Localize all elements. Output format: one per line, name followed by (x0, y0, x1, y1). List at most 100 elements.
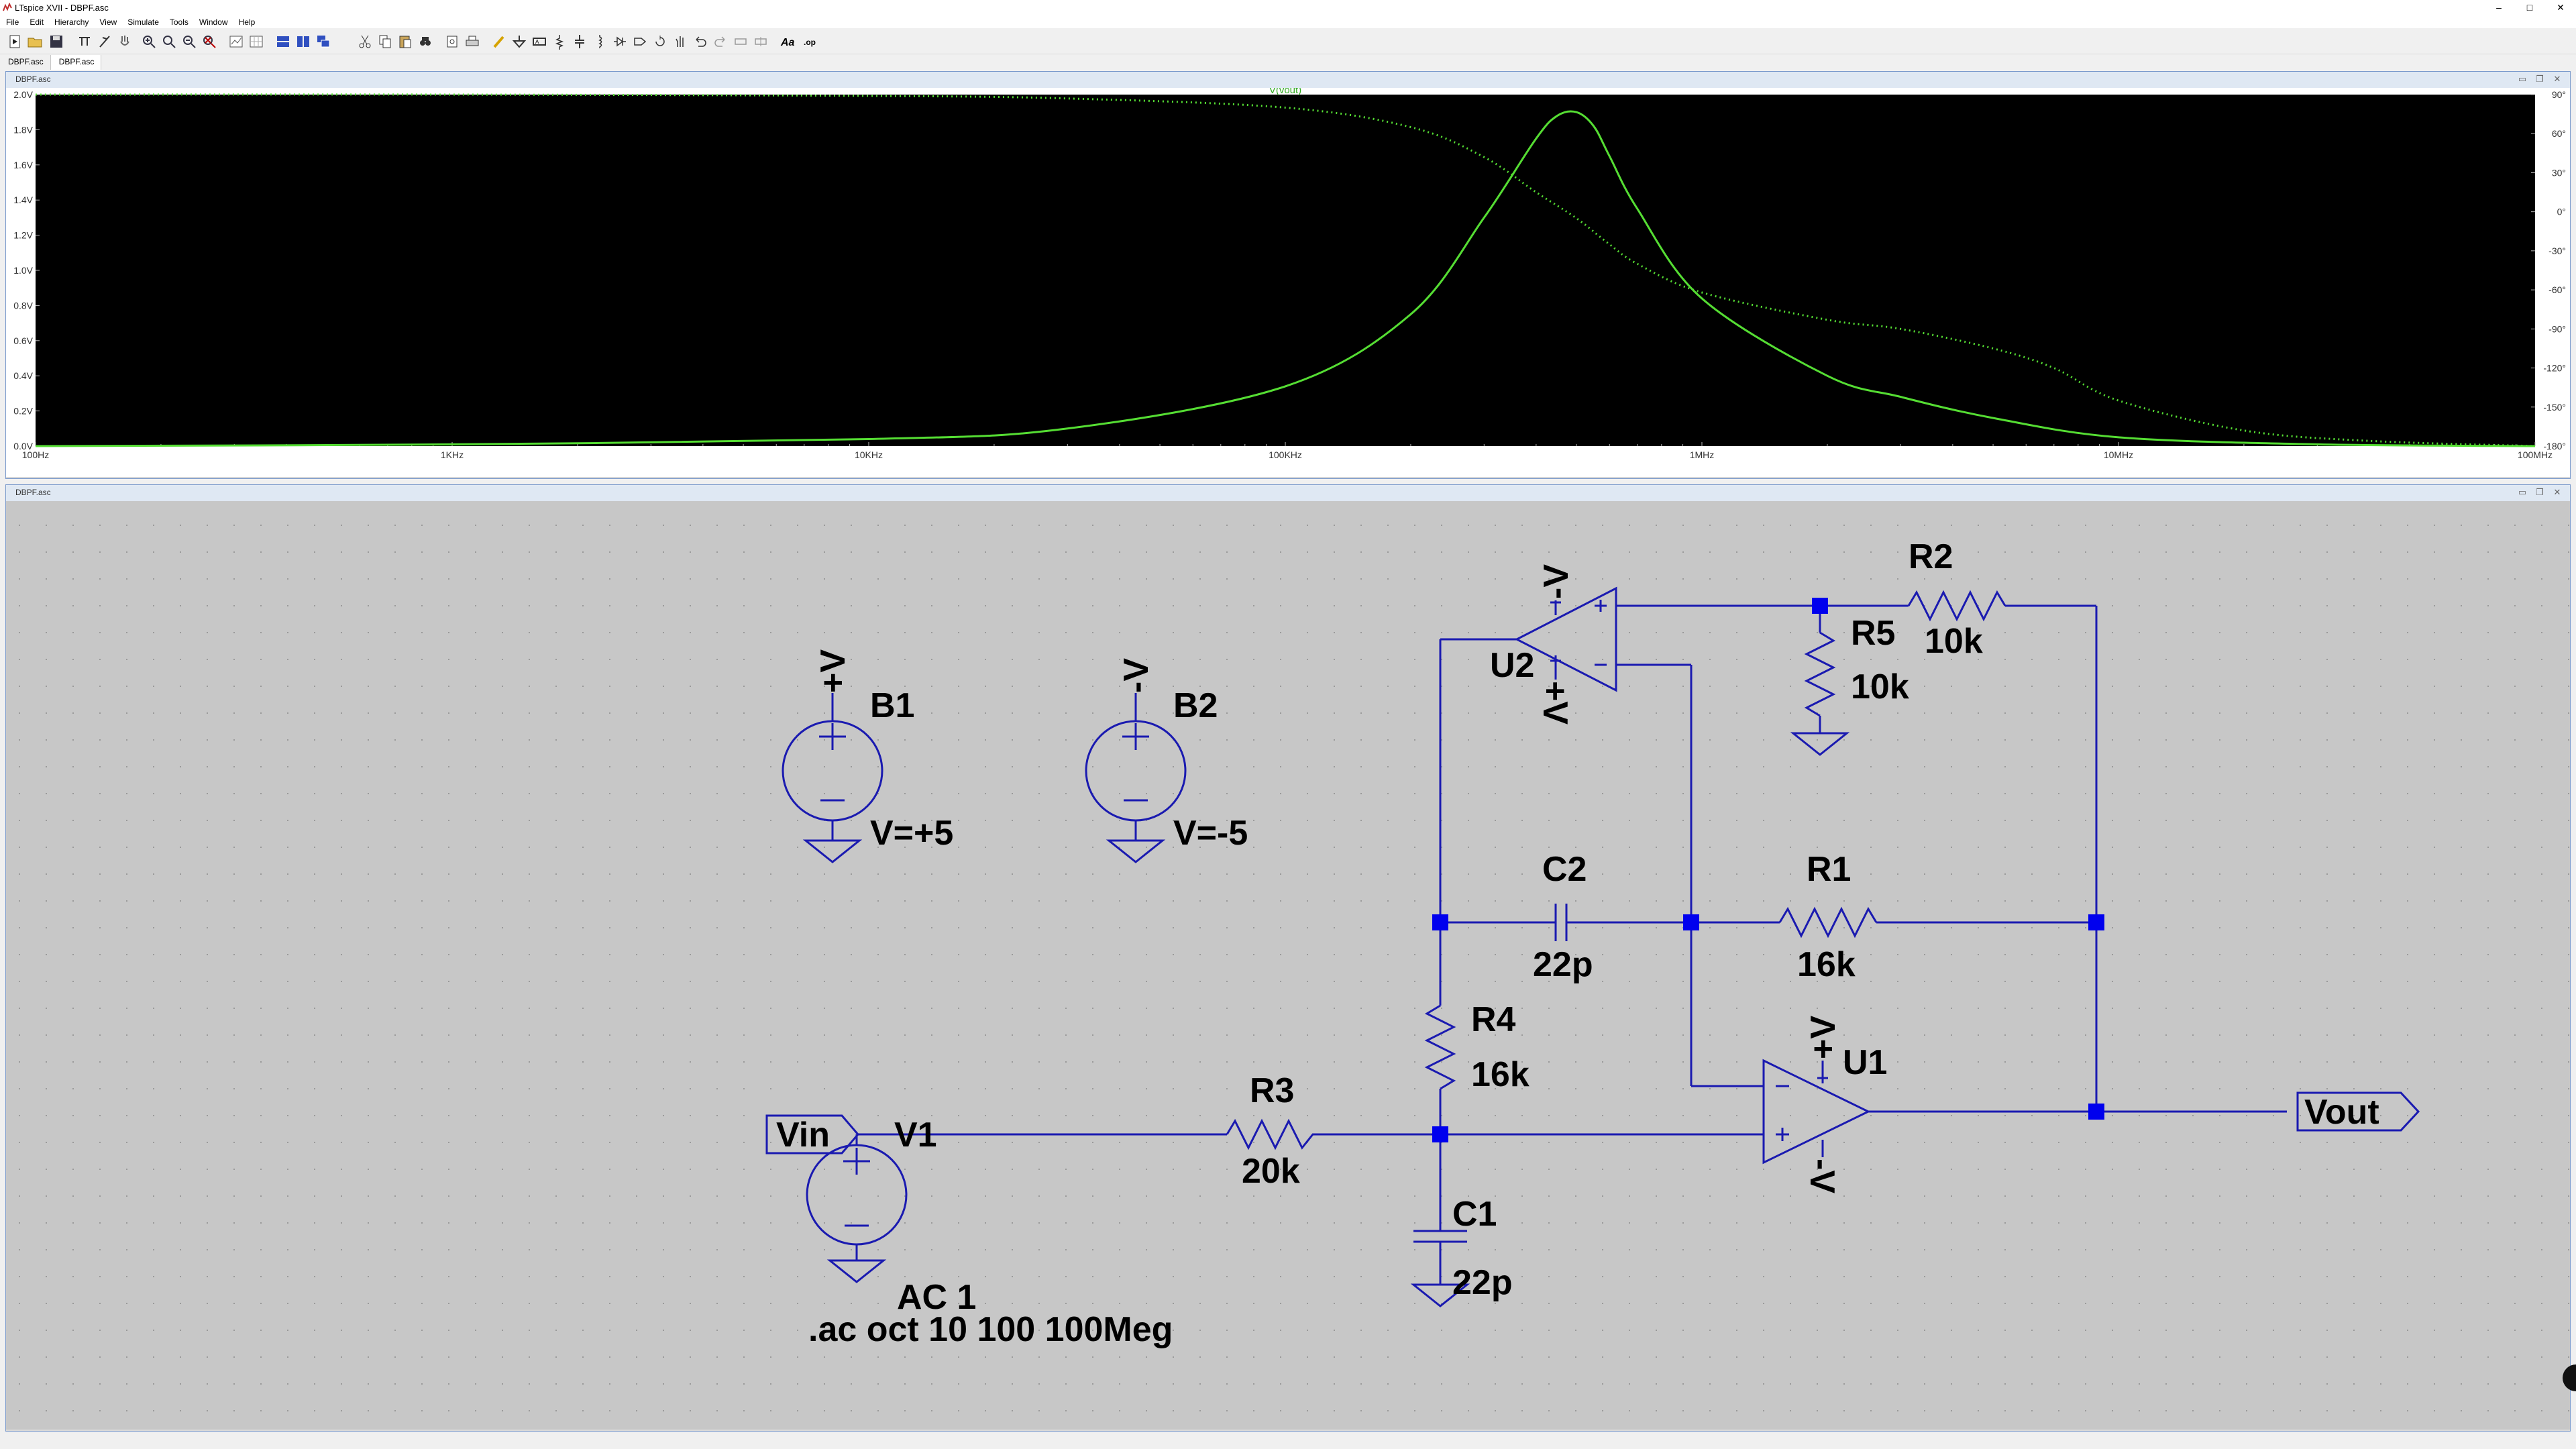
u1-label[interactable]: U1 (1843, 1043, 1887, 1082)
undo-icon[interactable] (692, 34, 708, 50)
b1-net-label[interactable]: +V (814, 649, 853, 693)
r1-value[interactable]: 16k (1797, 945, 1856, 984)
tile-horizontal-icon[interactable] (275, 34, 291, 50)
tab-schematic-2[interactable]: DBPF.asc (50, 55, 102, 70)
resistor-r4[interactable] (1424, 1004, 1456, 1090)
zoom-full-icon[interactable] (201, 34, 217, 50)
c2-label[interactable]: C2 (1542, 850, 1587, 889)
battery-b2[interactable] (1085, 693, 1187, 863)
r5-value[interactable]: 10k (1851, 667, 1909, 706)
label-net-icon[interactable]: A (531, 34, 547, 50)
find-icon[interactable] (417, 34, 433, 50)
b2-net-label[interactable]: -V (1117, 658, 1156, 693)
menu-tools[interactable]: Tools (169, 17, 189, 27)
r2-value[interactable]: 10k (1925, 622, 1983, 661)
save-icon[interactable] (48, 34, 64, 50)
menu-help[interactable]: Help (238, 17, 256, 27)
vin-label-text[interactable]: Vin (776, 1116, 830, 1155)
run-icon[interactable] (97, 34, 113, 50)
menu-edit[interactable]: Edit (30, 17, 44, 27)
r3-label[interactable]: R3 (1250, 1071, 1294, 1110)
text-icon[interactable]: Aa (780, 34, 796, 50)
copy-icon[interactable] (377, 34, 393, 50)
battery-b1[interactable] (782, 693, 883, 863)
u2-neg-supply-label[interactable]: -V (1537, 564, 1576, 599)
opamp-u2[interactable] (1514, 586, 1617, 692)
vout-net-label[interactable] (2296, 1091, 2420, 1132)
menu-view[interactable]: View (99, 17, 117, 27)
r1-label[interactable]: R1 (1807, 850, 1851, 889)
cascade-icon[interactable] (315, 34, 331, 50)
plot-area[interactable] (36, 95, 2535, 446)
b2-label[interactable]: B2 (1173, 686, 1218, 725)
resistor-icon[interactable] (551, 34, 568, 50)
close-button[interactable]: ✕ (2557, 2, 2565, 13)
autorange-icon[interactable] (228, 34, 244, 50)
menu-file[interactable]: File (6, 17, 19, 27)
r2-label[interactable]: R2 (1909, 537, 1953, 576)
b1-value[interactable]: V=+5 (870, 814, 953, 853)
waveform-minimize-button[interactable]: ▭ (2518, 74, 2527, 84)
r4-label[interactable]: R4 (1471, 1000, 1516, 1039)
print-icon[interactable] (464, 34, 480, 50)
move-icon[interactable] (652, 34, 668, 50)
new-schematic-icon[interactable] (7, 34, 23, 50)
zoom-out-icon[interactable] (181, 34, 197, 50)
c2-value[interactable]: 22p (1533, 945, 1593, 984)
b1-label[interactable]: B1 (870, 686, 914, 725)
menu-simulate[interactable]: Simulate (127, 17, 159, 27)
u2-label[interactable]: U2 (1490, 646, 1534, 685)
maximize-button[interactable]: □ (2526, 2, 2533, 13)
minimize-button[interactable]: – (2496, 2, 2502, 13)
schematic-restore-button[interactable]: ❐ (2536, 487, 2544, 497)
mirror-icon[interactable] (753, 34, 769, 50)
voltage-source-v1[interactable] (806, 1134, 908, 1283)
resistor-r5[interactable] (1804, 631, 1836, 717)
v1-label[interactable]: V1 (894, 1116, 937, 1155)
drag-icon[interactable] (672, 34, 688, 50)
v1-value[interactable]: AC 1 (897, 1278, 976, 1317)
u1-neg-supply-label[interactable]: -V (1803, 1159, 1841, 1193)
magnitude-trace[interactable] (35, 110, 2536, 447)
component-icon[interactable] (632, 34, 648, 50)
ground-icon[interactable] (511, 34, 527, 50)
tab-schematic-1[interactable]: DBPF.asc (0, 55, 51, 70)
menu-hierarchy[interactable]: Hierarchy (54, 17, 89, 27)
c1-label[interactable]: C1 (1452, 1195, 1497, 1234)
capacitor-icon[interactable] (572, 34, 588, 50)
trace-name-label[interactable]: V(vout) (1269, 88, 1301, 96)
waveform-restore-button[interactable]: ❐ (2536, 74, 2544, 84)
u1-pos-supply-label[interactable]: +V (1804, 1016, 1843, 1059)
r4-value[interactable]: 16k (1471, 1055, 1529, 1094)
diode-icon[interactable] (612, 34, 628, 50)
inductor-icon[interactable] (592, 34, 608, 50)
c1-value[interactable]: 22p (1452, 1263, 1513, 1302)
opamp-u1[interactable] (1762, 1059, 1871, 1165)
schematic-canvas[interactable]: B1 V=+5 B2 V=-5 Vin V1 AC 1 .ac oct 10 1… (6, 501, 2570, 1430)
u2-pos-supply-label[interactable]: +V (1536, 681, 1574, 724)
spice-directive[interactable]: .ac oct 10 100 100Meg (808, 1310, 1173, 1349)
redo-icon[interactable] (712, 34, 729, 50)
grid-icon[interactable] (248, 34, 264, 50)
resistor-r3[interactable] (1226, 1118, 1321, 1150)
spice-directive-icon[interactable]: .op (802, 34, 818, 50)
rotate-icon[interactable] (733, 34, 749, 50)
menu-window[interactable]: Window (199, 17, 228, 27)
control-panel-icon[interactable] (76, 34, 93, 50)
cut-icon[interactable] (357, 34, 373, 50)
waveform-plot[interactable]: V(vout) 2.0V1.8V1.6V1.4V1.2V1.0V0.8V0.6V… (6, 88, 2570, 477)
zoom-in-icon[interactable] (141, 34, 157, 50)
schematic-minimize-button[interactable]: ▭ (2518, 487, 2527, 497)
vin-net-label[interactable] (765, 1114, 859, 1155)
print-preview-icon[interactable] (444, 34, 460, 50)
waveform-close-button[interactable]: ✕ (2553, 74, 2561, 84)
tile-vertical-icon[interactable] (295, 34, 311, 50)
r5-label[interactable]: R5 (1851, 614, 1895, 653)
vout-label-text[interactable]: Vout (2304, 1093, 2379, 1132)
resistor-r2[interactable] (1907, 590, 2006, 622)
schematic-close-button[interactable]: ✕ (2553, 487, 2561, 497)
halt-icon[interactable] (117, 34, 133, 50)
draw-wire-icon[interactable] (491, 34, 507, 50)
r3-value[interactable]: 20k (1242, 1152, 1300, 1191)
resistor-r1[interactable] (1778, 906, 1878, 938)
